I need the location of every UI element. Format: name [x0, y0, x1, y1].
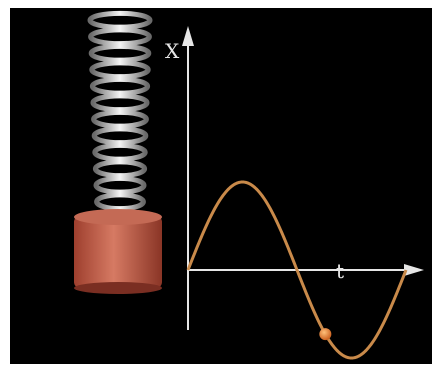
vertical-axis	[182, 26, 194, 330]
spring-coil	[92, 159, 148, 179]
spring-coil	[88, 43, 152, 63]
spring	[87, 10, 153, 212]
spring-coil	[91, 126, 149, 146]
y-axis-label: X	[165, 39, 180, 63]
horizontal-axis	[188, 264, 424, 276]
spring-coil	[88, 27, 152, 47]
spring-coil	[89, 76, 151, 96]
spring-coil	[90, 93, 150, 113]
arrow-up-icon	[182, 26, 194, 46]
spring-coil	[92, 142, 148, 162]
x-axis-label: t	[336, 259, 344, 283]
displacement-curve	[186, 180, 408, 360]
spring-coil	[87, 10, 153, 30]
spring-coil	[89, 60, 151, 80]
spring-coil	[93, 175, 147, 195]
arrow-right-icon	[404, 264, 424, 276]
spring-coil	[91, 109, 149, 129]
spring-oscillation-diagram: X t	[74, 10, 424, 360]
mass-block	[74, 209, 162, 294]
animation-stage: X t	[10, 8, 432, 364]
spring-coil	[94, 192, 146, 212]
current-position-marker	[319, 328, 332, 341]
